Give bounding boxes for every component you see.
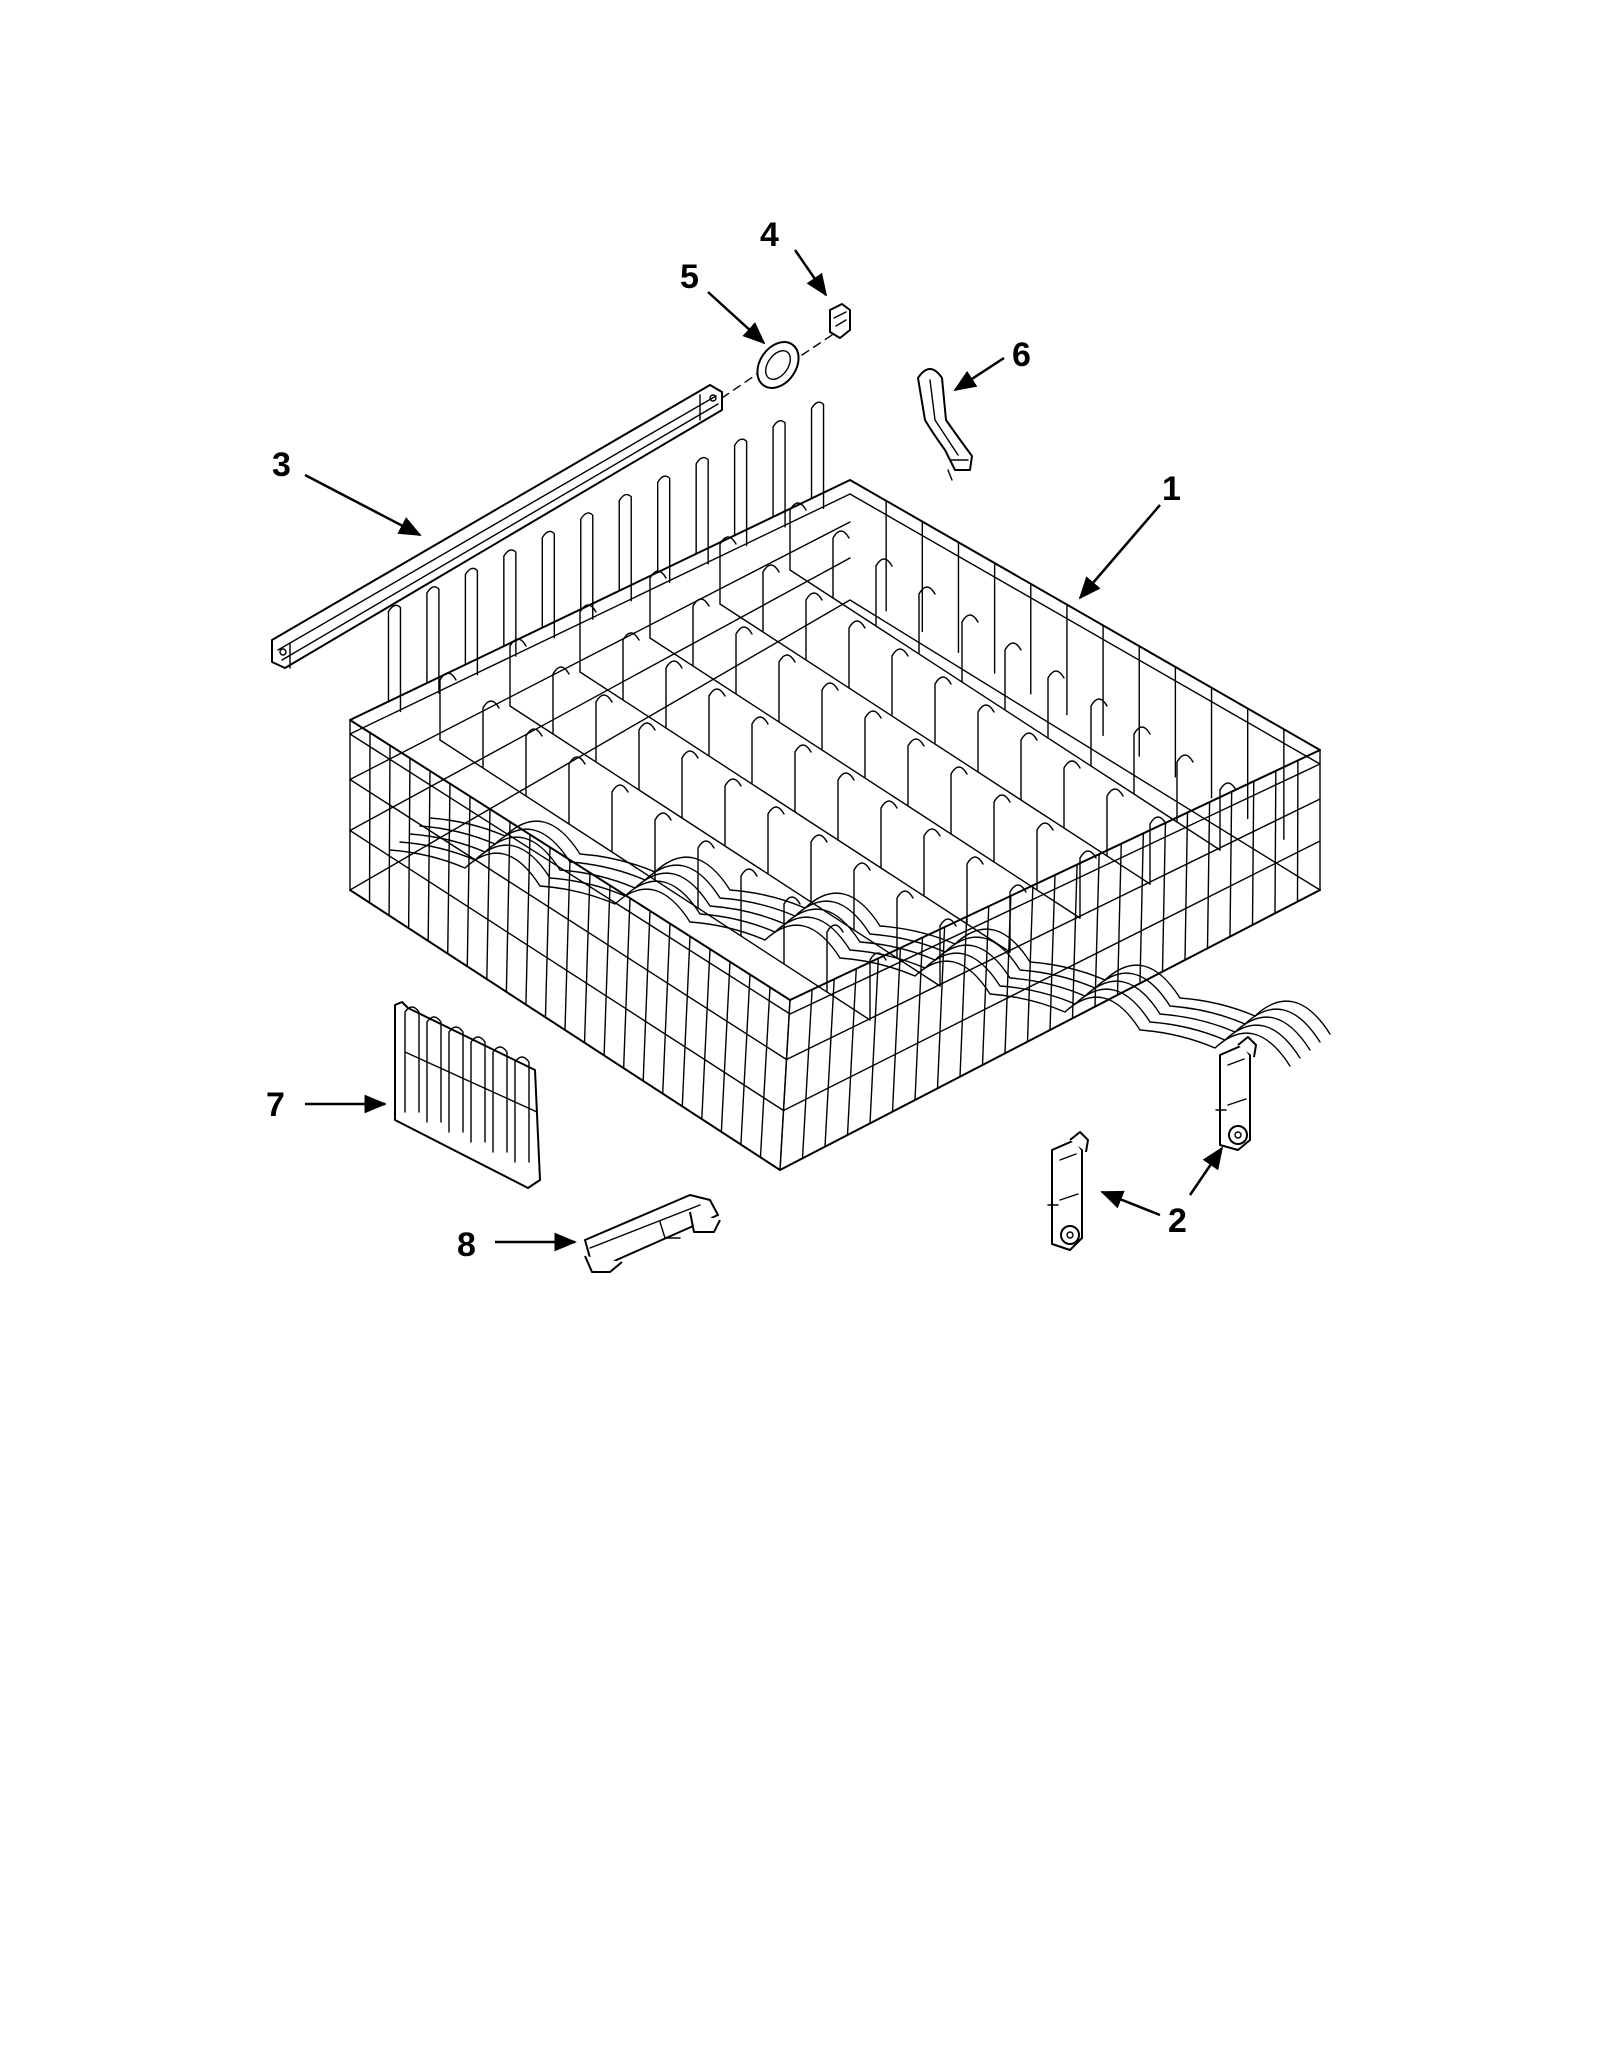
rack-track-rail [271,384,723,669]
leader-3 [304,473,422,537]
callout-8: 8 [457,1226,476,1264]
tine-clip [917,368,973,481]
rail-stop-clip [829,303,851,339]
callout-7: 7 [266,1086,285,1124]
callout-2: 2 [1168,1202,1187,1240]
callout-3: 3 [272,446,291,484]
callout-1: 1 [1162,470,1181,508]
callout-5: 5 [680,258,699,296]
leader-5 [707,291,766,345]
leader-1 [1078,504,1161,600]
callout-4: 4 [760,216,779,254]
leader-6 [953,356,1005,392]
callout-6: 6 [1012,336,1031,374]
leader-2b [1188,1146,1224,1196]
rack-wheel-assembly [1047,1036,1257,1251]
leader-4 [793,249,828,297]
fold-down-tine-row [394,1001,541,1189]
rack-adjuster-bar [584,1194,721,1273]
upper-dishrack [349,401,1331,1171]
rail-end-cap-ring [756,341,800,389]
leader-2a [1100,1190,1161,1217]
